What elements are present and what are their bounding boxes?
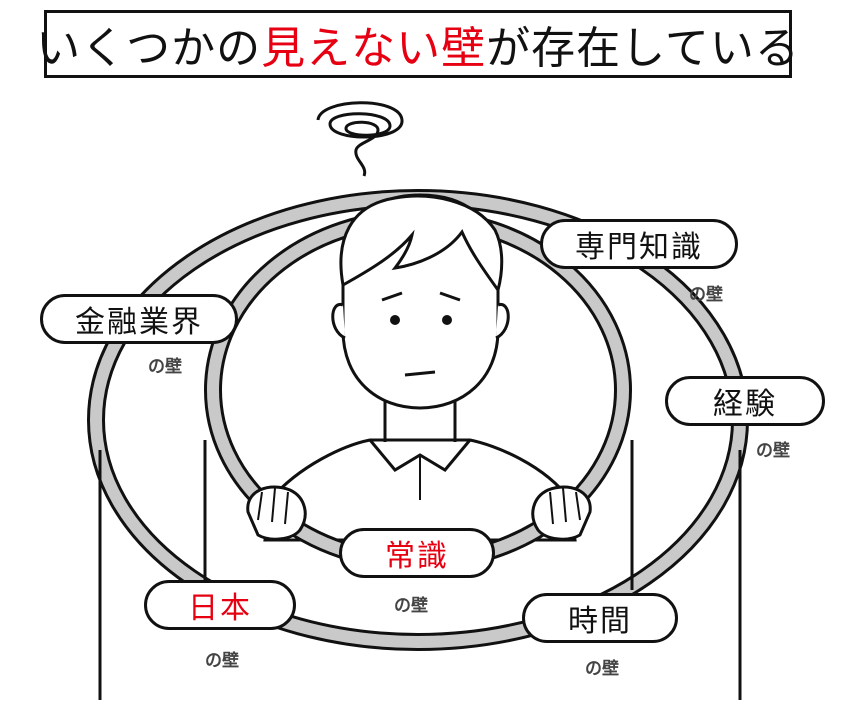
person-hair bbox=[339, 194, 504, 294]
title-part-1: いくつかの bbox=[36, 23, 262, 74]
wall-label-finance-industry: 金融業界 bbox=[40, 294, 238, 344]
wall-label-text: 専門知識 bbox=[575, 230, 703, 265]
wall-label-text: 金融業界 bbox=[75, 305, 203, 340]
wall-suffix: の壁 bbox=[585, 659, 619, 679]
wall-suffix: の壁 bbox=[689, 285, 723, 305]
wall-label-text: 常識 bbox=[385, 539, 449, 574]
wall-suffix: の壁 bbox=[394, 596, 428, 616]
right-hand bbox=[531, 485, 592, 541]
wall-label-text: 日本 bbox=[188, 591, 252, 626]
title-highlight: 見えない壁 bbox=[261, 23, 487, 74]
wall-label-text: 時間 bbox=[568, 604, 632, 639]
wall-label-common-sense: 常識 bbox=[339, 528, 495, 578]
person-eye-left bbox=[390, 315, 400, 325]
wall-label-experience: 経験 bbox=[665, 376, 825, 426]
person-mouth bbox=[404, 370, 436, 377]
wall-suffix: の壁 bbox=[148, 357, 182, 377]
wall-label-text: 経験 bbox=[713, 387, 777, 422]
left-hand bbox=[246, 485, 307, 541]
wall-label-japan: 日本 bbox=[144, 580, 296, 630]
person-eye-right bbox=[442, 315, 452, 325]
confusion-swirl-icon bbox=[316, 101, 404, 177]
diagram-title: いくつかの見えない壁が存在している bbox=[36, 10, 799, 78]
wall-suffix: の壁 bbox=[756, 441, 790, 461]
wall-suffix: の壁 bbox=[205, 651, 239, 671]
title-part-2: が存在している bbox=[486, 23, 800, 74]
wall-label-time: 時間 bbox=[522, 593, 678, 643]
wall-label-expertise: 専門知識 bbox=[540, 219, 738, 269]
